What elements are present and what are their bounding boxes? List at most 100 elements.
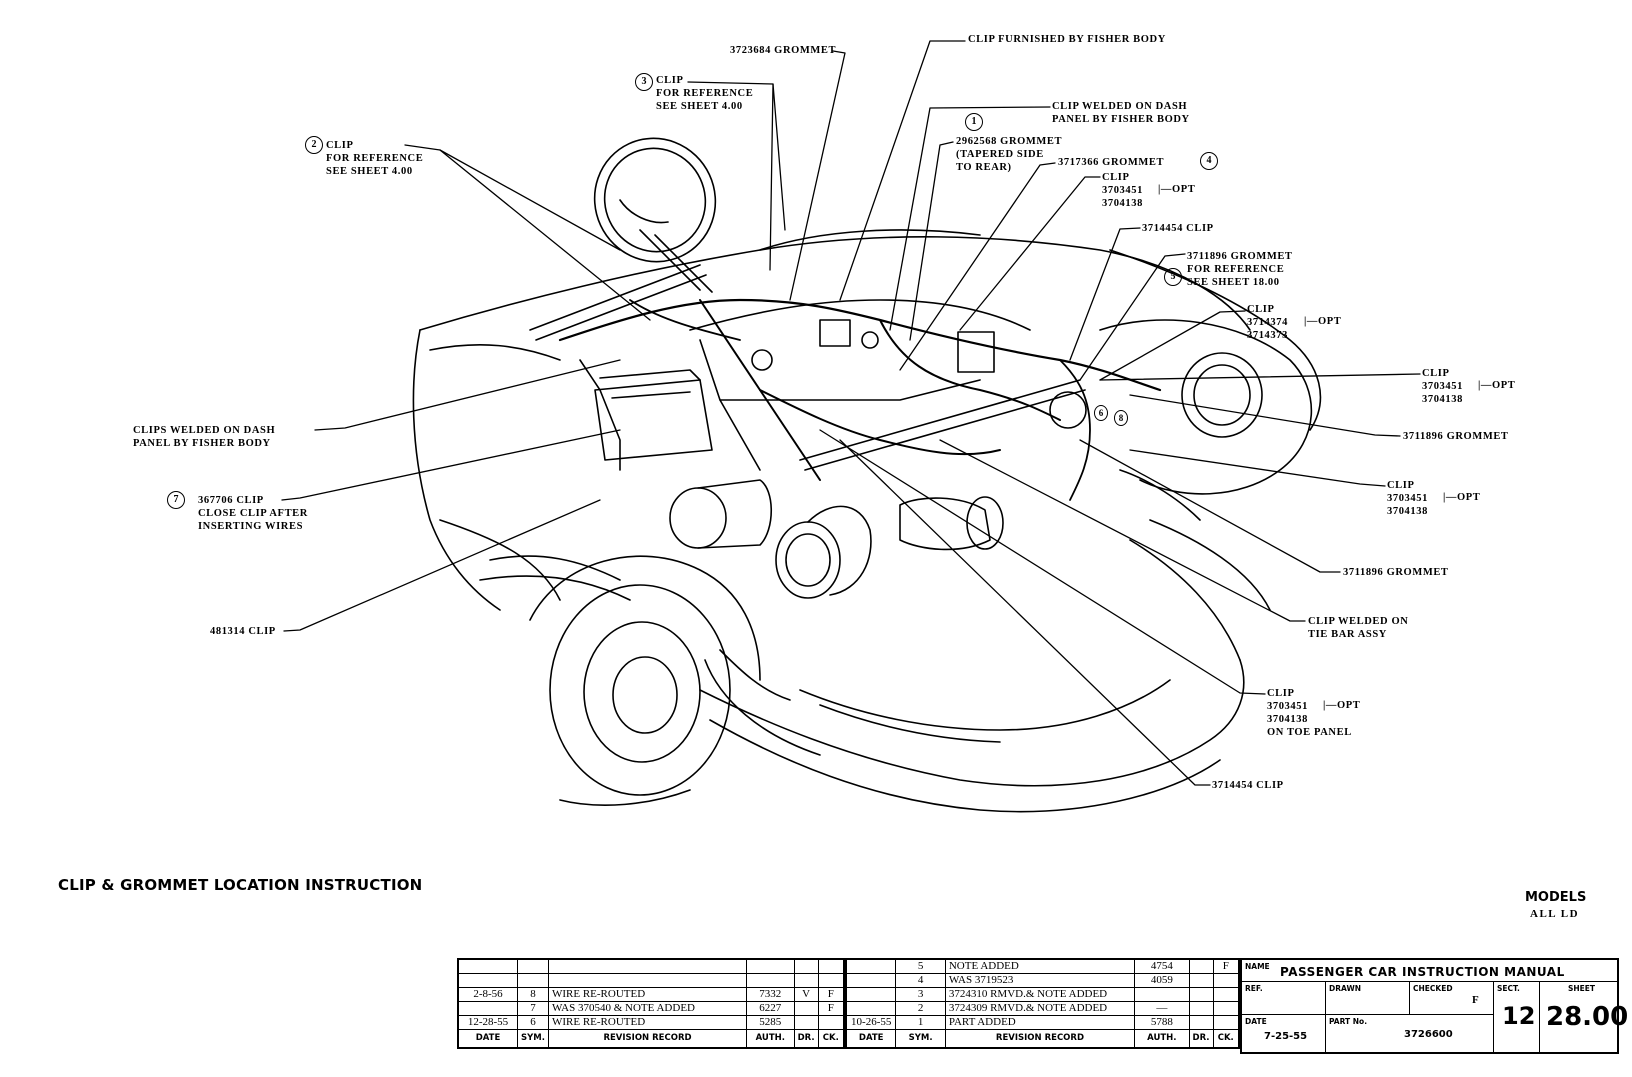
models-label: MODELS [1525,890,1587,905]
leader-lines [281,40,1421,786]
revision-cell: PART ADDED [944,1015,1136,1030]
revision-cell [817,973,845,988]
callout-text: 3723684 GROMMET [730,45,837,56]
revision-cell [793,1015,819,1030]
callout-text: ON TOE PANEL [1267,727,1352,738]
callout-number-badge: 1 [965,113,983,131]
diagram-marker-6: 6 [1094,405,1108,421]
name-value: PASSENGER CAR INSTRUCTION MANUAL [1280,965,1565,979]
revision-cell [1134,987,1190,1002]
revision-cell [845,973,897,988]
revision-cell [746,958,795,974]
callout-text: INSERTING WIRES [198,521,304,532]
revision-cell [793,958,819,974]
callout-text: 2962568 GROMMET [956,136,1063,147]
callout-text: TIE BAR ASSY [1308,629,1387,640]
part-number-label: PART No. [1329,1017,1368,1026]
diagram-marker-8: 8 [1114,410,1128,426]
opt-label: OPT [1492,380,1516,391]
callout-text: 481314 CLIP [210,626,276,637]
callout-text: 3711896 GROMMET [1403,431,1509,442]
revision-cell: — [1134,1001,1190,1016]
callout-clip-3714454-bottom: 3714454 CLIP [1212,779,1284,792]
checked-cell: CHECKED F [1410,982,1494,1015]
revision-cell [1188,1015,1214,1030]
callout-text: CLIP [1387,480,1415,491]
revision-cell [517,958,549,974]
revision-cell [1188,958,1214,974]
section-label: SECT. [1497,984,1520,993]
opt-label: OPT [1172,184,1196,195]
callout-number-badge: 2 [305,136,323,154]
revision-cell [1188,1001,1214,1016]
revision-cell: V [793,987,819,1002]
drawn-label: DRAWN [1329,984,1362,993]
checked-label: CHECKED [1413,984,1453,993]
revision-cell: 5788 [1134,1015,1190,1030]
revision-cell: 6 [517,1015,549,1030]
callout-text: FOR REFERENCE [326,153,424,164]
revision-cell [793,973,819,988]
callout-clip-opt-3: CLIP 3703451 3704138 [1422,367,1463,406]
revision-header-cell: DR. [793,1029,819,1049]
revision-cell: 10-26-55 [845,1015,897,1030]
revision-cell [817,1015,845,1030]
revision-header-cell: AUTH. [746,1029,795,1049]
callout-clip-fisher-body: CLIP FURNISHED BY FISHER BODY [968,33,1166,46]
title-block: NAME PASSENGER CAR INSTRUCTION MANUAL RE… [1240,958,1628,1054]
callout-clip-welded-tie-bar: CLIP WELDED ON TIE BAR ASSY [1308,615,1408,641]
revision-row [457,958,845,974]
revision-cell: 6227 [746,1001,795,1016]
revision-header-cell: SYM. [895,1029,946,1049]
ref-cell: REF. [1242,982,1326,1015]
revision-cell [1188,973,1214,988]
callout-clip-3714454-top: 3714454 CLIP [1142,222,1214,235]
callout-text: 3714454 CLIP [1212,780,1284,791]
revision-cell: NOTE ADDED [944,958,1136,974]
callout-text: 3703451 [1422,381,1463,392]
models-value: ALL LD [1530,908,1580,920]
callout-grommet-3711896-b: 3711896 GROMMET [1343,566,1449,579]
callout-text: 3714454 CLIP [1142,223,1214,234]
name-label: NAME [1245,962,1270,971]
callout-grommet-3711896-a: 3711896 GROMMET [1403,430,1509,443]
sheet-label: SHEET [1568,984,1596,993]
revision-cell: F [817,1001,845,1016]
opt-label: OPT [1457,492,1481,503]
revision-row [457,973,845,988]
callout-clip-3-reference: CLIP FOR REFERENCE SEE SHEET 4.00 [656,74,753,113]
date-label: DATE [1245,1017,1267,1026]
callout-number-badge: 3 [635,73,653,91]
section-cell: SECT. 12 [1494,982,1540,1052]
revision-header-cell: REVISION RECORD [944,1029,1136,1049]
revision-cell [817,958,845,974]
callout-text: PANEL BY FISHER BODY [1052,114,1190,125]
revision-cell [1212,1001,1240,1016]
revision-cell [457,1001,519,1016]
revision-cell: WAS 370540 & NOTE ADDED [547,1001,748,1016]
revision-header-cell: DATE [457,1029,519,1049]
callout-text: 3704138 [1267,714,1308,725]
optional-bracket: |—OPT [1478,380,1516,391]
opt-label: OPT [1337,700,1361,711]
revision-header-cell: REVISION RECORD [547,1029,748,1049]
callout-text: SEE SHEET 18.00 [1187,277,1280,288]
callout-text: 3703451 [1102,185,1143,196]
revision-cell [845,987,897,1002]
callout-text: CLIP [1422,368,1450,379]
revision-cell: 7 [517,1001,549,1016]
part-number-cell: PART No. 3726600 [1326,1015,1494,1052]
callout-clip-opt-toe-panel: CLIP 3703451 3704138 ON TOE PANEL [1267,687,1352,739]
revision-header-cell: DR. [1188,1029,1214,1049]
revision-header-cell: CK. [817,1029,845,1049]
revision-cell [517,973,549,988]
callout-number-badge: 5 [1164,268,1182,286]
